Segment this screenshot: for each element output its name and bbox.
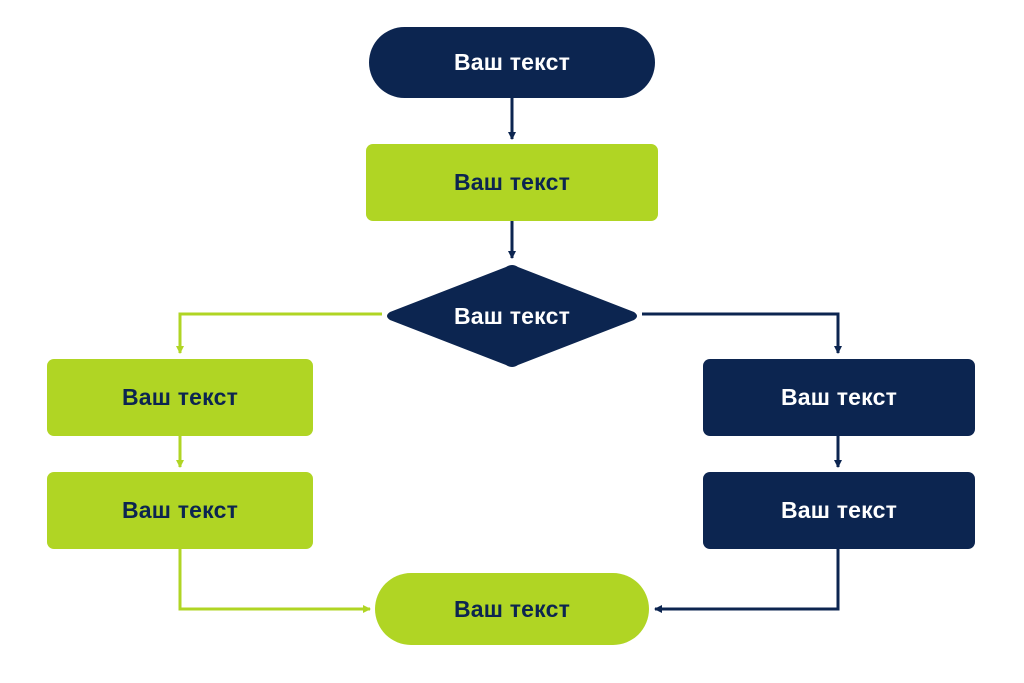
- left-step-2-label: Ваш текст: [121, 497, 239, 523]
- right-step-2-node: Ваш текст: [703, 472, 975, 549]
- left-step-1-node: Ваш текст: [47, 359, 313, 436]
- decision-node: Ваш текст: [382, 262, 642, 370]
- process-node-label: Ваш текст: [453, 169, 571, 195]
- process-node: Ваш текст: [366, 144, 658, 221]
- arrow-right-step-2-to-end: [654, 549, 840, 613]
- end-node: Ваш текст: [375, 573, 649, 645]
- left-step-1-label: Ваш текст: [121, 384, 239, 410]
- end-node-label: Ваш текст: [453, 595, 571, 622]
- right-step-1-node: Ваш текст: [703, 359, 975, 436]
- arrow-decision-to-left-step-1: [176, 312, 382, 354]
- decision-node-label: Ваш текст: [453, 302, 571, 329]
- arrow-left-step-2-to-end: [178, 549, 371, 613]
- left-step-2-node: Ваш текст: [47, 472, 313, 549]
- start-node-label: Ваш текст: [453, 49, 571, 75]
- right-step-2-label: Ваш текст: [780, 497, 898, 523]
- right-step-1-label: Ваш текст: [780, 384, 898, 410]
- start-node: Ваш текст: [369, 27, 655, 98]
- arrow-decision-to-right-step-1: [642, 312, 842, 354]
- decision-diamond-shape: [387, 265, 637, 367]
